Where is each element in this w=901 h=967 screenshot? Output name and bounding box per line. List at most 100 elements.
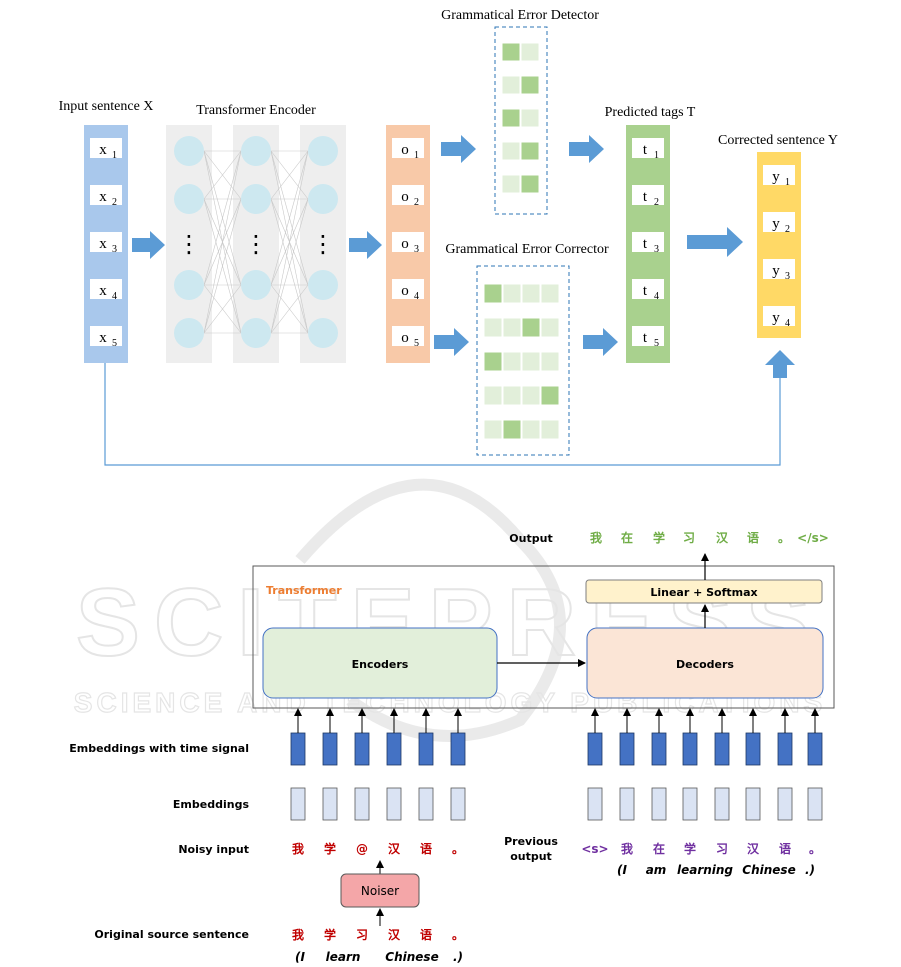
ellipsis-3: ⋮ xyxy=(311,230,335,258)
corrector-box xyxy=(476,265,570,456)
input-token-subscript: 3 xyxy=(112,244,117,255)
corrector-cell xyxy=(483,419,503,440)
decoder-embedding xyxy=(745,787,761,821)
decoder-embedding-time xyxy=(651,732,667,766)
input-token-subscript: 4 xyxy=(112,291,117,302)
tag-token: t xyxy=(643,236,648,252)
previous-token: 习 xyxy=(716,842,728,856)
detector-cells xyxy=(501,42,540,194)
encoder-connections xyxy=(203,150,309,334)
encoder-node xyxy=(241,270,271,300)
original-source-label: Original source sentence xyxy=(94,928,249,941)
detector-cell xyxy=(501,108,521,128)
noiser-box xyxy=(340,873,420,908)
encoder-embedding xyxy=(418,787,434,821)
output-token: </s> xyxy=(797,531,829,545)
previous-token: 语 xyxy=(779,841,791,856)
tag-token-subscript: 4 xyxy=(654,291,659,302)
encoder-embedding xyxy=(322,787,338,821)
output-token: 。 xyxy=(778,531,790,545)
corrector-cell xyxy=(521,351,541,372)
encoder-embedding xyxy=(450,787,466,821)
noisy-token: 语 xyxy=(420,841,432,856)
corrector-cell xyxy=(502,283,522,304)
previous-token: 。 xyxy=(809,842,821,856)
output-token: 语 xyxy=(747,530,759,545)
output-token: o xyxy=(401,189,409,205)
input-cell xyxy=(90,232,122,252)
output-token-subscript: 2 xyxy=(414,197,419,208)
output-token: 学 xyxy=(653,530,665,545)
corrector-cell xyxy=(521,419,541,440)
encoder-node xyxy=(308,270,338,300)
corrector-cell xyxy=(502,317,522,338)
output-label: Output xyxy=(509,532,552,545)
top-diagram: Input sentence X Transformer Encoder Gra… xyxy=(59,8,838,466)
tag-token-subscript: 1 xyxy=(654,150,659,161)
encoder-node xyxy=(308,318,338,348)
output-token-subscript: 5 xyxy=(414,338,419,349)
decoder-embedding-time xyxy=(619,732,635,766)
corrected-token: y xyxy=(772,310,780,326)
corrected-token: y xyxy=(772,263,780,279)
predicted-tags-label: Predicted tags T xyxy=(605,105,696,120)
original-token: 我 xyxy=(292,927,304,942)
encoder-node xyxy=(174,136,204,166)
corrector-cell xyxy=(483,351,503,372)
output-token: 在 xyxy=(621,530,633,545)
corrector-cell xyxy=(502,351,522,372)
decoder-embedding xyxy=(619,787,635,821)
tag-token-subscript: 5 xyxy=(654,338,659,349)
corrector-cell xyxy=(502,419,522,440)
encoder-node xyxy=(174,318,204,348)
input-cell xyxy=(90,326,122,346)
decoder-embedding-time xyxy=(587,732,603,766)
noisy-token: @ xyxy=(356,842,368,856)
decoder-embedding xyxy=(714,787,730,821)
detector-cell xyxy=(520,141,540,161)
tag-cell xyxy=(632,138,664,158)
previous-gloss-word: (I xyxy=(617,863,627,877)
encoder-embedding-time xyxy=(322,732,338,766)
encoder-node xyxy=(241,318,271,348)
original-gloss-word: (I xyxy=(295,950,305,964)
corrected-cell xyxy=(763,165,795,185)
tag-token: t xyxy=(643,283,648,299)
corrected-cell xyxy=(763,306,795,326)
corrector-cell xyxy=(540,385,560,406)
decoder-embedding-time xyxy=(745,732,761,766)
original-token: 语 xyxy=(420,927,432,942)
arrow-encoder-to-output xyxy=(349,231,382,259)
output-cell xyxy=(392,138,424,158)
arrow-detector-to-tags xyxy=(569,135,604,163)
input-token-subscript: 5 xyxy=(112,338,117,349)
corrector-cell xyxy=(502,385,522,406)
input-token: x xyxy=(99,330,107,346)
input-token: x xyxy=(99,142,107,158)
previous-gloss-word: .) xyxy=(805,863,815,877)
encoder-link xyxy=(270,150,309,200)
encoders-label: Encoders xyxy=(352,658,409,671)
corrector-cell xyxy=(483,317,503,338)
decoder-embedding xyxy=(651,787,667,821)
watermark-logo-icon xyxy=(295,478,566,742)
corrected-token-subscript: 1 xyxy=(785,177,790,188)
encoder-embedding-time xyxy=(354,732,370,766)
corrector-cell xyxy=(540,351,560,372)
original-token: 学 xyxy=(324,927,336,942)
output-token: o xyxy=(401,330,409,346)
previous-token: 汉 xyxy=(747,841,760,856)
arrow-input-to-encoder xyxy=(132,231,165,259)
corrector-cell xyxy=(483,385,503,406)
ellipsis-2: ⋮ xyxy=(244,230,268,258)
corrector-cell xyxy=(540,419,560,440)
decoder-embedding xyxy=(682,787,698,821)
detector-cell xyxy=(501,42,521,62)
encoder-embedding xyxy=(354,787,370,821)
previous-token: 学 xyxy=(684,841,696,856)
original-token: 习 xyxy=(356,928,368,942)
arrow-corrector-to-tags xyxy=(583,328,618,356)
transformer-box xyxy=(252,565,835,709)
detector-cell xyxy=(501,141,521,161)
